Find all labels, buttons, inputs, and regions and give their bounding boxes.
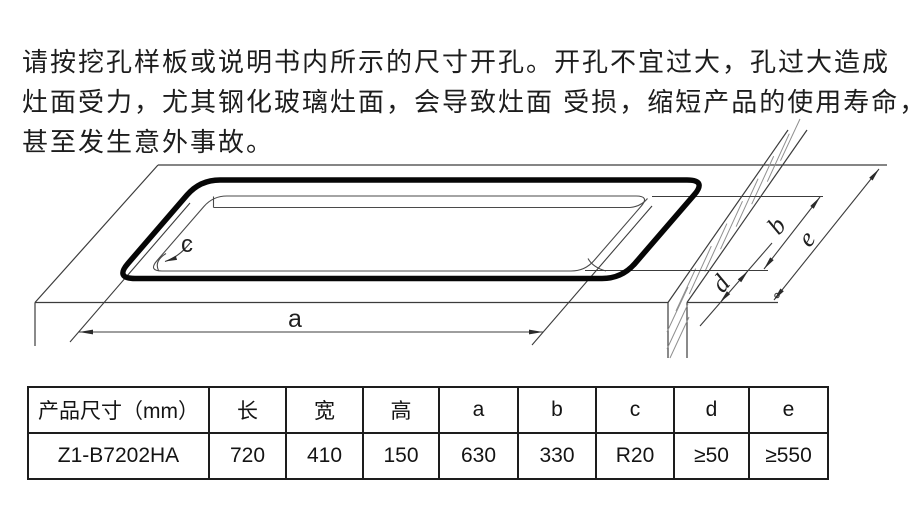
cutout-hole-outline xyxy=(120,177,702,282)
table-cell-model: Z1-B7202HA xyxy=(27,432,210,480)
table-data-row: Z1-B7202HA 720 410 150 630 330 R20 ≥50 ≥… xyxy=(27,432,829,480)
wall-section-hatching xyxy=(666,118,801,359)
table-header-cell: 高 xyxy=(362,386,440,434)
countertop-outline xyxy=(34,129,887,358)
instruction-line: 请按挖孔样板或说明书内所示的尺寸开孔。开孔不宜过大，孔过大造成 xyxy=(22,47,891,77)
table-header-cell: a xyxy=(438,386,519,434)
table-cell: ≥550 xyxy=(748,432,829,480)
table-cell: ≥50 xyxy=(673,432,750,480)
table-cell: 330 xyxy=(517,432,597,480)
instruction-line: 灶面受力，尤其钢化玻璃灶面，会导致灶面 受损，缩短产品的使用寿命， xyxy=(22,87,919,117)
table-cell: 720 xyxy=(208,432,287,480)
table-header-cell: 长 xyxy=(208,386,287,434)
table-header-cell: b xyxy=(517,386,597,434)
dim-label-d: d xyxy=(705,268,736,297)
instruction-line: 甚至发生意外事故。 xyxy=(22,127,275,157)
instruction-text: 请按挖孔样板或说明书内所示的尺寸开孔。开孔不宜过大，孔过大造成 灶面受力，尤其钢… xyxy=(22,42,919,162)
table-cell: 630 xyxy=(438,432,519,480)
table-cell: 150 xyxy=(362,432,440,480)
table-header-cell: e xyxy=(748,386,829,434)
dim-label-b: b xyxy=(761,211,792,240)
extension-lines xyxy=(69,195,823,346)
table-cell: 410 xyxy=(285,432,364,480)
dim-label-c: c xyxy=(181,231,193,258)
dimension-lines xyxy=(79,168,880,335)
table-header-cell: 产品尺寸（mm） xyxy=(27,386,210,434)
dim-label-e: e xyxy=(792,225,822,252)
table-header-cell: d xyxy=(673,386,750,434)
inner-hole-outline xyxy=(152,195,648,272)
table-header-cell: 宽 xyxy=(285,386,364,434)
dim-label-a: a xyxy=(288,305,302,333)
dimensions-table: 产品尺寸（mm） 长 宽 高 a b c d e Z1-B7202HA 720 … xyxy=(27,386,829,480)
table-header-row: 产品尺寸（mm） 长 宽 高 a b c d e xyxy=(27,386,829,434)
table-cell: R20 xyxy=(595,432,675,480)
table-header-cell: c xyxy=(595,386,675,434)
